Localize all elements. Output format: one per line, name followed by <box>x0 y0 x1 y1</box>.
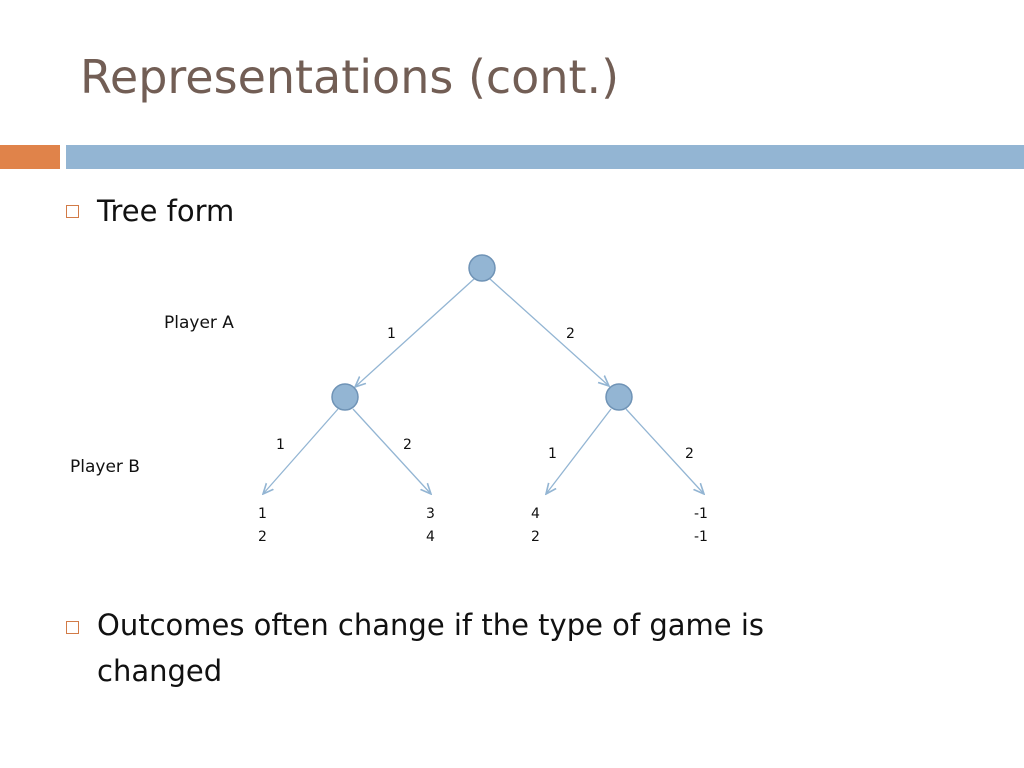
payoff-value: 1 <box>258 506 267 522</box>
move-label: 2 <box>403 437 412 453</box>
move-label: 1 <box>387 326 396 342</box>
move-label: 2 <box>566 326 575 342</box>
payoff-value: 2 <box>258 529 267 545</box>
bullet-text: Tree form <box>97 194 235 228</box>
tree-edge-b1-2 <box>352 408 431 494</box>
move-label: 2 <box>685 446 694 462</box>
bullet-square-icon <box>66 621 79 634</box>
payoff-value: 4 <box>426 529 435 545</box>
payoff-value: -1 <box>694 506 708 522</box>
bullet-square-icon <box>66 205 79 218</box>
tree-node-left <box>331 383 359 411</box>
tree-edge-a1 <box>355 278 475 387</box>
payoff-value: -1 <box>694 529 708 545</box>
title-band <box>66 145 1024 169</box>
tree-edge-b1-1 <box>263 408 339 494</box>
player-a-label: Player A <box>164 313 234 333</box>
move-label: 1 <box>548 446 557 462</box>
payoff-value: 3 <box>426 506 435 522</box>
payoff-value: 4 <box>531 506 540 522</box>
title-accent-bar <box>0 145 60 169</box>
tree-node-right <box>605 383 633 411</box>
tree-node-root <box>468 254 496 282</box>
payoff-value: 2 <box>531 529 540 545</box>
tree-edge-a2 <box>489 278 609 386</box>
move-label: 1 <box>276 437 285 453</box>
player-b-label: Player B <box>70 457 140 477</box>
tree-edge-b2-1 <box>546 408 612 494</box>
tree-edge-b2-2 <box>625 408 704 494</box>
bullet-text: Outcomes often change if the type of gam… <box>97 608 764 688</box>
slide-title: Representations (cont.) <box>80 50 620 104</box>
